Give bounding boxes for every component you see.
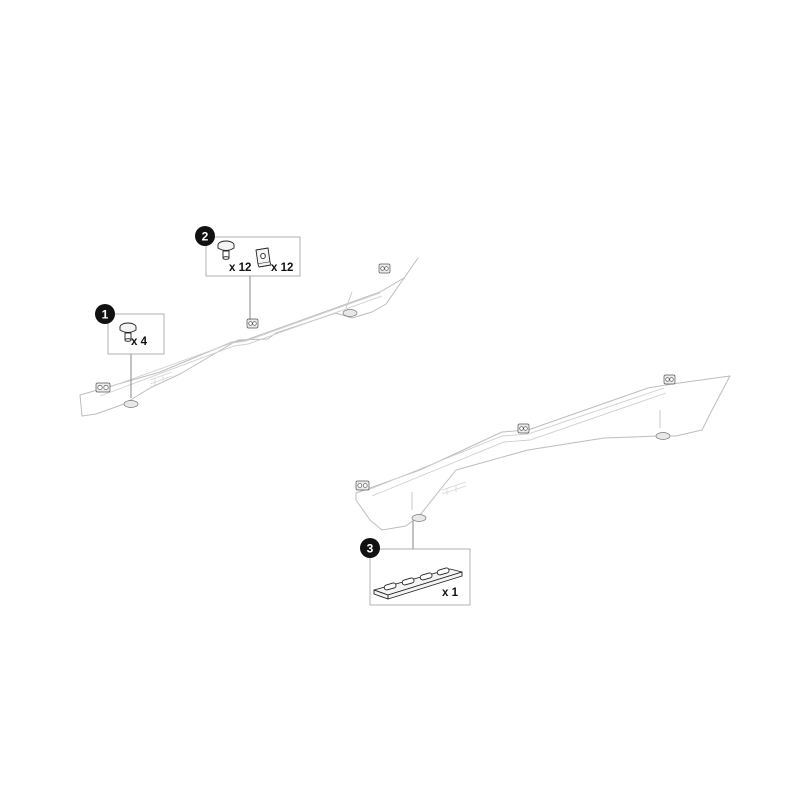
callout-badge: 2: [195, 226, 215, 246]
quantity-label: x 1: [442, 587, 459, 599]
callout-number: 3: [367, 542, 374, 556]
rail-clamp: [95, 382, 111, 393]
callout-2: x 12 x 12 2: [195, 226, 301, 320]
rail-foot: [411, 514, 427, 522]
right-rail: [355, 374, 731, 531]
callout-box: [107, 313, 165, 355]
quantity-label: x 4: [131, 336, 148, 348]
square-nut-icon: [255, 247, 272, 268]
callout-badge: 1: [95, 304, 115, 324]
rail-clamp: [378, 263, 391, 274]
rail-logo-mark: [441, 481, 467, 495]
rail-foot: [123, 400, 139, 408]
left-rail: [79, 257, 419, 417]
callout-badge: 3: [360, 538, 380, 558]
rail-foot: [655, 432, 671, 440]
rail-clamp: [517, 423, 530, 434]
rail-logo-mark: [149, 371, 173, 385]
rail-foot: [342, 309, 358, 317]
callout-3: x 1 3: [360, 521, 471, 606]
strip-plate-icon: [373, 567, 463, 600]
bolt-icon: [119, 322, 137, 342]
rail-clamp: [663, 374, 676, 385]
bolt-icon: [217, 240, 235, 260]
quantity-label: x 12: [271, 262, 293, 274]
rail-clamp: [246, 318, 259, 329]
callout-1: x 4 1: [95, 304, 165, 398]
quantity-label: x 12: [229, 262, 251, 274]
callout-number: 1: [102, 308, 109, 322]
callout-number: 2: [202, 230, 209, 244]
rail-clamp: [355, 480, 370, 491]
